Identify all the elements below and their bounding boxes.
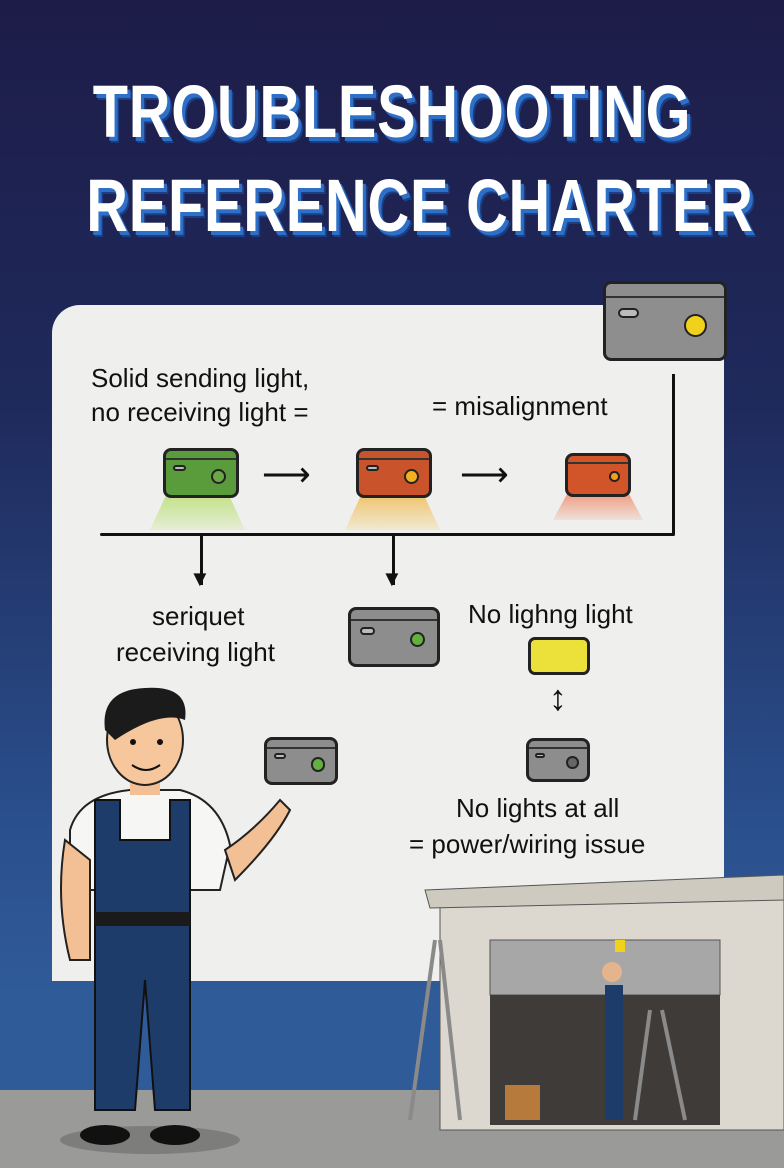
connector-line bbox=[100, 533, 675, 536]
label-power-wiring: = power/wiring issue bbox=[409, 829, 646, 859]
title-line-1: TROUBLESHOOTING bbox=[92, 70, 692, 153]
label-no-lights: No lights at all bbox=[456, 793, 620, 823]
garage-illustration bbox=[408, 874, 784, 1131]
arrow-right-icon: ⟶ bbox=[460, 456, 509, 494]
arrow-down-icon: ▼ bbox=[381, 566, 403, 591]
sensor-orange-icon bbox=[356, 448, 432, 498]
technician-illustration bbox=[60, 687, 292, 1154]
yellow-indicator-icon bbox=[528, 637, 590, 675]
connector-line bbox=[200, 535, 203, 585]
title-line-2: REFERENCE CHARTER bbox=[86, 164, 754, 247]
label-no-lighng: No lighng light bbox=[468, 599, 633, 629]
main-sensor-icon bbox=[603, 281, 727, 361]
connector-line bbox=[392, 535, 395, 585]
arrow-right-icon: ⟶ bbox=[262, 456, 311, 494]
arrow-updown-icon: ↕ bbox=[549, 677, 567, 718]
label-seriquet: seriquet bbox=[152, 601, 245, 631]
arrow-down-icon: ▼ bbox=[189, 566, 211, 591]
label-receiving-light: receiving light bbox=[116, 637, 275, 667]
label-no-receiving: no receiving light = bbox=[91, 397, 309, 427]
label-misalignment: = misalignment bbox=[432, 391, 608, 421]
sensor-green-icon bbox=[163, 448, 239, 498]
sensor-gray-green-icon bbox=[348, 607, 440, 667]
sensor-red-icon bbox=[565, 453, 631, 497]
sensor-pointed-icon bbox=[264, 737, 338, 785]
connector-line bbox=[672, 374, 675, 534]
label-solid-sending: Solid sending light, bbox=[91, 363, 310, 393]
sensor-off-icon bbox=[526, 738, 590, 782]
